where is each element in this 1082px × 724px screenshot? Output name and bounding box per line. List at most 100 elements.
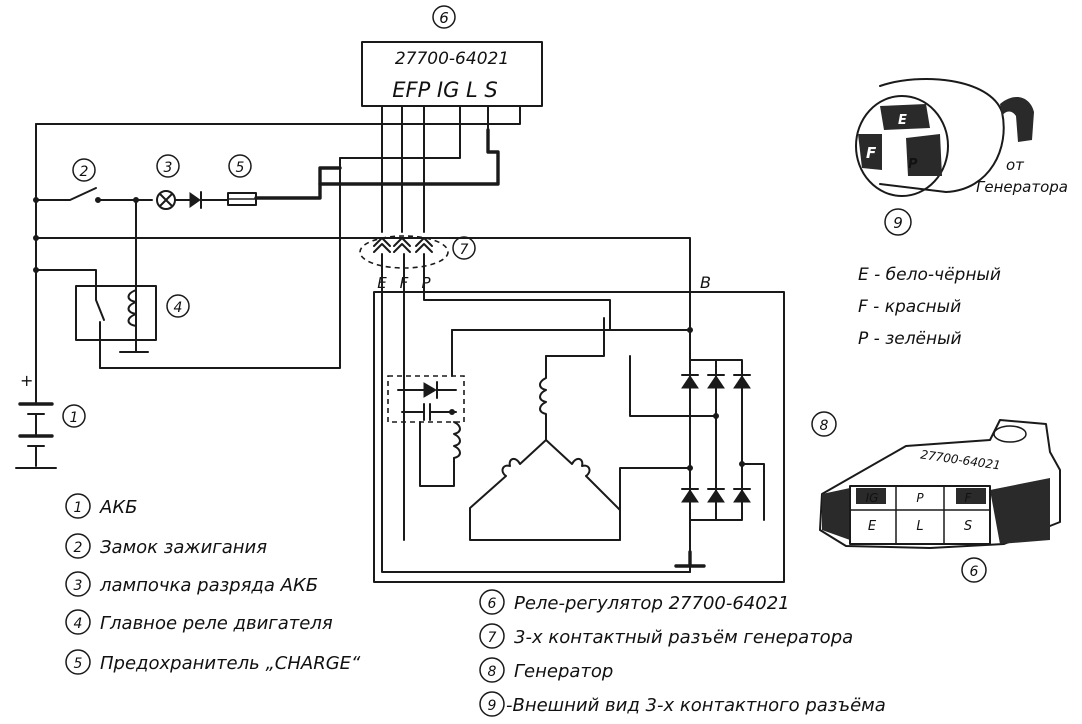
generator-outline: [373, 291, 785, 583]
ext-pin-p: P: [908, 157, 918, 172]
svg-text:АКБ: АКБ: [99, 497, 137, 518]
generator-view-marker: 6: [970, 564, 979, 580]
generator-ground: [674, 550, 706, 568]
ext-pin-e: E: [898, 113, 907, 128]
relay-feed: [35, 269, 97, 287]
svg-text:Главное реле двигателя: Главное реле двигателя: [100, 613, 333, 634]
legend-right: 6 Реле-регулятор 27700-64021 7 3-х конта…: [479, 589, 886, 717]
svg-text:-Внешний вид 3-х контактного р: -Внешний вид 3-х контактного разъёма: [506, 695, 886, 716]
generator-body: [819, 419, 1061, 549]
relay-coil: [127, 289, 137, 327]
svg-text:9: 9: [488, 698, 497, 714]
relay-ground: [123, 325, 149, 353]
charge-lamp-3: 3: [156, 154, 229, 210]
svg-text:4: 4: [74, 616, 83, 632]
stator-coil-top: [539, 355, 547, 441]
ignition-switch-2: 2: [35, 158, 153, 203]
svg-text:3: 3: [74, 578, 83, 594]
stator-coil-right: [545, 439, 621, 511]
wire-l-thick: [318, 128, 500, 186]
wire-color-f: F - красный: [858, 297, 961, 317]
svg-text:лампочка разряда АКБ: лампочка разряда АКБ: [99, 575, 318, 596]
relay-contact: [95, 285, 105, 369]
internal-regulator: [387, 375, 465, 423]
svg-text:1: 1: [74, 500, 83, 516]
plug-face: [855, 95, 949, 197]
relay-box: [75, 285, 157, 341]
connector-7: 7 E F P: [359, 235, 476, 292]
gen-pin-ig: IG: [866, 491, 879, 505]
n5-label: 5: [236, 160, 245, 176]
regulator-6: 6 27700-64021 EFP IG L S: [35, 5, 543, 159]
wire-bundle: [1000, 97, 1034, 142]
svg-text:7: 7: [488, 630, 497, 646]
regulator-box: [361, 41, 543, 107]
battery-1: + 1: [15, 371, 86, 469]
generator-view-number: 8: [820, 418, 829, 434]
gen-pin-f: F: [965, 491, 973, 505]
external-view-9: F E P от Генератора 9: [855, 77, 1068, 236]
gen-pin-e: E: [868, 519, 877, 534]
external-caption-2: Генератора: [976, 178, 1068, 196]
node-b-label: B: [700, 273, 711, 292]
connector-number: 7: [460, 242, 469, 258]
n2-label: 2: [80, 164, 89, 180]
external-caption-1: от: [1006, 156, 1025, 174]
pin-s-lead: [35, 105, 521, 125]
svg-text:2: 2: [74, 540, 83, 556]
wire-color-p: P - зелёный: [858, 329, 962, 349]
battery-plus: +: [20, 371, 33, 390]
legend-item-4: 4 Главное реле двигателя: [65, 609, 333, 635]
n4-label: 4: [174, 300, 183, 316]
diode-row-top: [681, 374, 751, 389]
svg-text:Предохранитель „CHARGE“: Предохранитель „CHARGE“: [100, 653, 361, 674]
gen-pin-s: S: [964, 519, 972, 534]
legend-item-8: 8 Генератор: [479, 657, 613, 683]
external-view-number: 9: [893, 214, 903, 232]
svg-text:5: 5: [74, 656, 83, 672]
diode-icon: [189, 192, 201, 208]
connector-pin-p: P: [421, 274, 431, 292]
n3-label: 3: [164, 160, 173, 176]
regulator-number-circle: [432, 5, 456, 29]
svg-text:Замок зажигания: Замок зажигания: [100, 537, 267, 558]
legend-left: 1 АКБ 2 Замок зажигания 3 лампочка разря…: [65, 493, 361, 675]
pin-ig-lead: [339, 105, 461, 159]
rotor-coil: [453, 421, 461, 459]
svg-text:Реле-регулятор 27700-64021: Реле-регулятор 27700-64021: [514, 593, 790, 614]
wire-color-e: E - бело-чёрный: [858, 265, 1001, 285]
regulator-pins: EFP IG L S: [392, 78, 498, 102]
fuse-5: 5: [227, 154, 257, 206]
svg-text:6: 6: [488, 596, 497, 612]
coil-feed: [119, 199, 137, 353]
svg-text:3-х контактный разъём генерато: 3-х контактный разъём генератора: [514, 627, 853, 648]
regulator-number: 6: [439, 9, 449, 27]
ext-pin-f: F: [866, 144, 877, 162]
legend-item-5: 5 Предохранитель „CHARGE“: [65, 649, 361, 675]
legend-item-6: 6 Реле-регулятор 27700-64021: [479, 589, 790, 615]
wire-color-key: E - бело-чёрный F - красный P - зелёный: [858, 265, 1001, 349]
generator-plug: IG P F E L S: [822, 478, 1050, 545]
generator-view-model: 27700-64021: [920, 447, 1002, 472]
gen-pin-p: P: [916, 491, 924, 505]
n1-label: 1: [70, 410, 79, 426]
legend-item-2: 2 Замок зажигания: [65, 533, 267, 559]
legend-item-1: 1 АКБ: [65, 493, 137, 519]
generator-view-8: 8 27700-64021 IG P F E L S 6: [811, 411, 1061, 583]
svg-text:8: 8: [488, 664, 497, 680]
legend-item-7: 7 3-х контактный разъём генератора: [479, 623, 853, 649]
regulator-model: 27700-64021: [395, 49, 509, 69]
wire-fuse-out: [254, 182, 322, 200]
svg-text:Генератор: Генератор: [514, 661, 613, 682]
generator-schematic: B: [373, 273, 785, 583]
switch-blade: [35, 187, 97, 201]
wire-e-ground: [381, 253, 691, 573]
wire-p-phase: [423, 253, 611, 331]
stator-coil-left: [469, 439, 621, 541]
wire-ig-loop: [99, 157, 341, 369]
main-relay-4: 4: [75, 285, 190, 369]
legend-item-3: 3 лампочка разряда АКБ: [65, 571, 318, 597]
gen-pin-l: L: [916, 519, 923, 534]
bus-b-feed: [35, 237, 691, 331]
